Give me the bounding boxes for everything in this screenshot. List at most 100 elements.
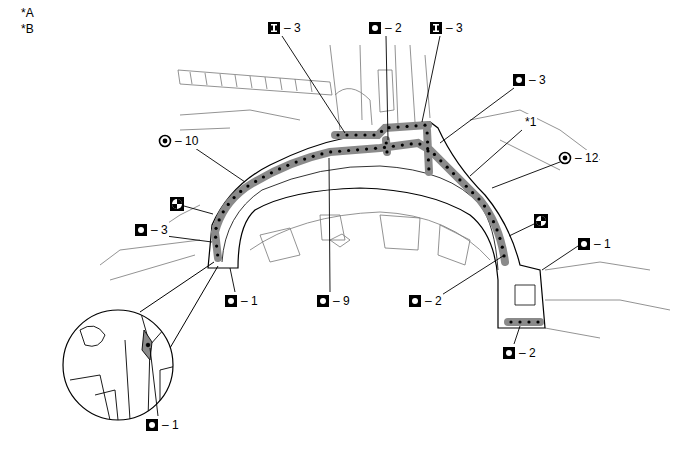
detail-line: [80, 326, 105, 346]
weld-spot: [396, 125, 399, 128]
weld-spot: [295, 160, 298, 163]
weld-icon: [369, 22, 381, 34]
weld-spot: [222, 210, 225, 213]
weld-spot: [433, 153, 436, 156]
weld-spot: [146, 343, 150, 347]
panel-hole: [515, 285, 535, 305]
weld-spot: [423, 124, 426, 127]
detail-line: [70, 375, 110, 420]
weld-spot: [227, 203, 230, 206]
structure-line: [190, 72, 312, 92]
weld-spot: [536, 320, 539, 323]
weld-icon: [503, 347, 515, 359]
weld-spot: [426, 140, 429, 143]
weld-spot: [214, 236, 217, 239]
weld-spot: [439, 159, 442, 162]
weld-symbol: [170, 197, 184, 211]
structure-line: [100, 205, 200, 280]
weld-spot: [354, 133, 357, 136]
weld-spot: [426, 149, 429, 152]
weld-spot: [385, 150, 388, 153]
weld-spot: [446, 166, 449, 169]
weld-spot: [380, 130, 383, 133]
weld-spot: [501, 246, 504, 249]
weld-spot: [270, 171, 273, 174]
leader-line: [422, 36, 440, 122]
leader-line: [282, 36, 345, 133]
structure-line: [335, 70, 394, 125]
callout-number: *1: [524, 114, 537, 130]
leader-line: [150, 348, 158, 416]
weld-icon: [160, 136, 171, 147]
leader-line: [192, 146, 245, 182]
weld-spot: [385, 141, 388, 144]
callout-number: – 10: [174, 133, 199, 149]
weld-spot: [312, 155, 315, 158]
callout-number: – 2: [424, 293, 443, 309]
structure-line: [180, 110, 300, 130]
weld-spot: [518, 320, 521, 323]
callout-number: – 3: [283, 20, 302, 36]
weld-spot: [452, 172, 455, 175]
weld-spot: [405, 125, 408, 128]
zoom-circle: [63, 310, 173, 420]
detail-line: [140, 296, 175, 310]
weld-spot: [414, 124, 417, 127]
detail-line: [160, 365, 180, 402]
weld-spot: [498, 237, 501, 240]
weld-icon: [225, 295, 237, 307]
weld-spot: [286, 164, 289, 167]
detail-line: [125, 340, 130, 420]
callout-number: – 1: [240, 293, 259, 309]
weld-band: [335, 125, 428, 135]
weld-band: [427, 130, 429, 172]
callout-number: *A: [20, 5, 35, 21]
weld-icon: [430, 22, 442, 34]
weld-spot: [336, 133, 339, 136]
weld-spot: [232, 196, 235, 199]
leader-line: [386, 36, 388, 140]
weld-bands: [214, 124, 540, 324]
weld-icon: [560, 153, 571, 164]
structure-line: [330, 234, 350, 247]
weld-spot: [495, 228, 498, 231]
callout-number: – 1: [161, 417, 180, 433]
callout-number: – 9: [332, 293, 351, 309]
weld-spot: [329, 150, 332, 153]
detail-line: [150, 300, 180, 345]
weld-spot: [427, 167, 430, 170]
weld-spot: [509, 320, 512, 323]
weld-icons: [135, 22, 590, 431]
weld-spot: [492, 220, 495, 223]
weld-icon: [578, 238, 590, 250]
weld-spot: [246, 185, 249, 188]
weld-spot: [401, 143, 404, 146]
weld-spot: [372, 133, 375, 136]
weld-spot: [374, 147, 377, 150]
structure-line: [178, 70, 332, 95]
weld-spot: [458, 178, 461, 181]
weld-spot: [363, 133, 366, 136]
weld-icon: [513, 74, 525, 86]
leader-line: [514, 326, 520, 344]
weld-spot: [488, 212, 491, 215]
weld-icon: [409, 295, 421, 307]
leader-line: [329, 158, 330, 292]
wheel-housing-panel: [208, 122, 545, 328]
weld-spot: [356, 148, 359, 151]
weld-spot: [383, 146, 386, 149]
weld-spot: [218, 218, 221, 221]
callout-number: *B: [20, 21, 35, 37]
weld-spot: [303, 157, 306, 160]
weld-band: [215, 143, 505, 262]
callout-number: – 1: [593, 236, 612, 252]
weld-spot: [347, 149, 350, 152]
weld-icon: [268, 22, 280, 34]
weld-spot: [392, 145, 395, 148]
detail-line: [95, 390, 118, 420]
weld-spot: [214, 227, 217, 230]
weld-spot: [410, 142, 413, 145]
